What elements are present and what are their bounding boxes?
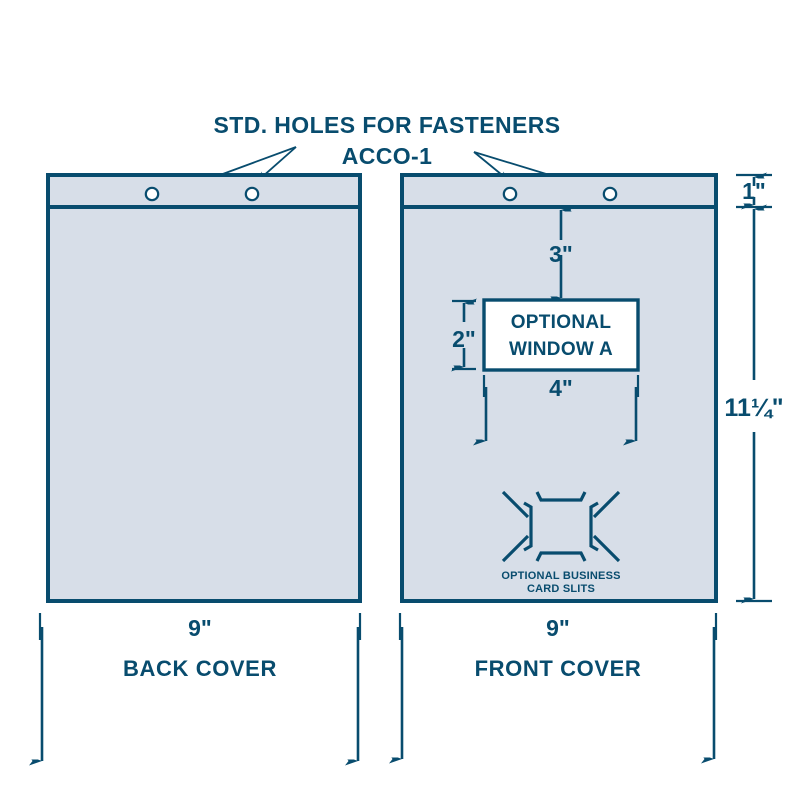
total-height-dimension: 11¼" <box>724 209 784 601</box>
window-width-label: 4" <box>549 375 573 401</box>
window-width-dimension: 4" <box>484 375 640 441</box>
back-cover-width-dimension: 9" <box>40 613 362 761</box>
header-height-label: 1" <box>742 178 766 204</box>
fastener-hole <box>602 186 618 202</box>
window-top-offset-label: 3" <box>549 241 573 267</box>
fastener-hole <box>144 186 160 202</box>
window-label-line-2: WINDOW A <box>509 339 613 360</box>
card-slits-label-line-1: OPTIONAL BUSINESS <box>501 570 620 582</box>
front-cover-width-dimension: 9" <box>400 613 718 759</box>
front-cover-caption: FRONT COVER <box>475 656 642 681</box>
title-line-2: ACCO-1 <box>342 143 433 169</box>
back-cover-width-label: 9" <box>188 615 212 641</box>
window-height-dimension: 2" <box>452 301 476 369</box>
fastener-hole <box>244 186 260 202</box>
front-cover-panel <box>400 173 718 603</box>
back-cover-panel <box>46 173 362 603</box>
business-card-slits <box>501 490 621 563</box>
window-top-offset-dimension: 3" <box>549 210 573 298</box>
total-height-label: 11¼" <box>724 394 783 422</box>
header-height-dimension: 1" <box>736 175 772 207</box>
front-cover-width-label: 9" <box>546 615 570 641</box>
back-cover-caption: BACK COVER <box>123 656 277 681</box>
optional-window: OPTIONAL WINDOW A <box>482 298 640 372</box>
window-height-label: 2" <box>452 326 476 352</box>
title-line-1: STD. HOLES FOR FASTENERS <box>214 112 561 138</box>
card-slits-label-line-2: CARD SLITS <box>527 583 595 595</box>
fastener-hole <box>502 186 518 202</box>
window-label-line-1: OPTIONAL <box>511 312 612 333</box>
